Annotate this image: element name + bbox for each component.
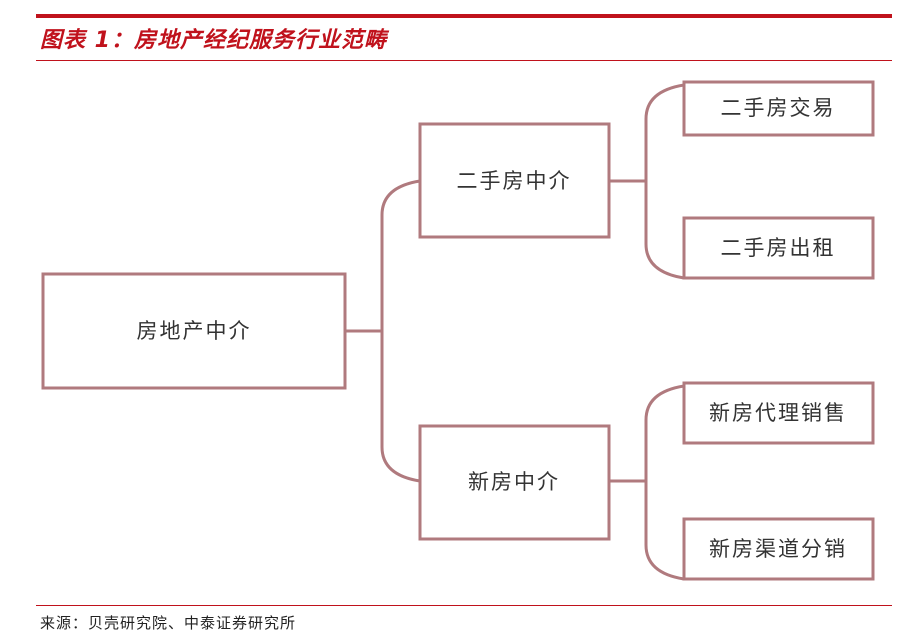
root-box — [41, 272, 347, 390]
leaf-box-secondhand-trade — [682, 80, 875, 137]
leaf-label-new-channel: 新房渠道分销 — [709, 537, 847, 561]
connector-root-bracket — [380, 179, 421, 483]
leaf-label-new-agency: 新房代理销售 — [709, 401, 847, 425]
leaf-box-new-channel — [682, 517, 875, 581]
branch-label-secondhand: 二手房中介 — [457, 169, 572, 193]
figure-title: 图表 1：房地产经纪服务行业范畴 — [40, 28, 387, 53]
connector-branch2-bracket — [644, 384, 685, 581]
leaf-label-secondhand-rent: 二手房出租 — [721, 236, 836, 260]
leaf-box-secondhand-rent — [682, 216, 875, 280]
branch-box-secondhand — [418, 122, 611, 239]
top-accent-bar — [36, 14, 892, 18]
title-divider — [36, 60, 892, 61]
source-note: 来源：贝壳研究院、中泰证券研究所 — [40, 614, 297, 632]
leaf-label-secondhand-trade: 二手房交易 — [721, 96, 836, 120]
footer-divider — [36, 605, 892, 606]
root-label: 房地产中介 — [137, 319, 252, 343]
branch-box-new — [418, 424, 611, 541]
connector-branch1-bracket — [644, 83, 685, 280]
leaf-box-new-agency — [682, 381, 875, 445]
branch-label-new: 新房中介 — [468, 470, 560, 494]
